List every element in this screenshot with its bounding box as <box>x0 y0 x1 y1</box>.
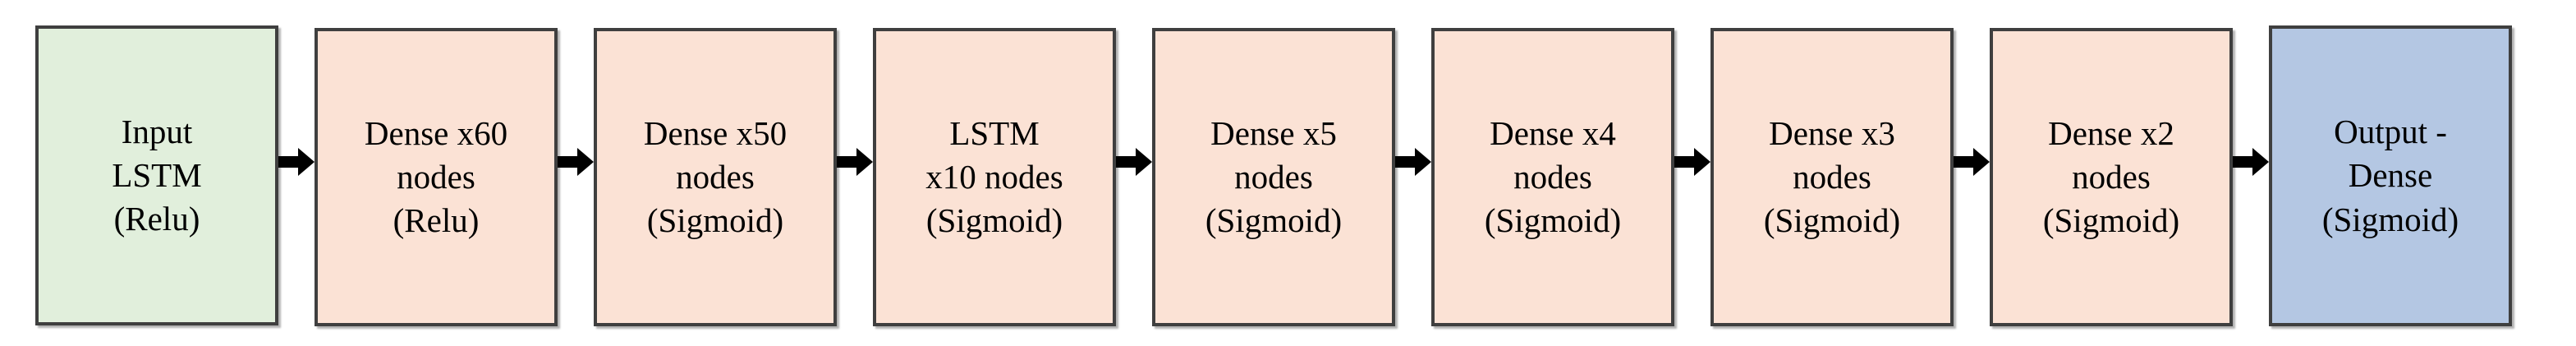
node-label: LSTM x10 nodes (Sigmoid) <box>925 113 1063 240</box>
node-label: Input LSTM (Relu) <box>112 112 202 238</box>
connector-1 <box>278 0 315 346</box>
connector-8 <box>2233 0 2269 346</box>
connector-5 <box>1395 0 1431 346</box>
node-label: Dense x50 nodes (Sigmoid) <box>643 113 787 240</box>
node-output-dense[interactable]: Output - Dense (Sigmoid) <box>2269 25 2512 326</box>
right-arrow-icon <box>278 148 315 176</box>
node-dense-x5[interactable]: Dense x5 nodes (Sigmoid) <box>1152 28 1395 326</box>
connector-3 <box>837 0 873 346</box>
right-arrow-icon <box>837 148 873 176</box>
node-dense-x2[interactable]: Dense x2 nodes (Sigmoid) <box>1990 28 2233 326</box>
connector-7 <box>1954 0 1990 346</box>
node-label: Dense x5 nodes (Sigmoid) <box>1205 113 1343 240</box>
node-lstm-x10[interactable]: LSTM x10 nodes (Sigmoid) <box>873 28 1116 326</box>
node-dense-x60[interactable]: Dense x60 nodes (Relu) <box>315 28 558 326</box>
right-arrow-icon <box>558 148 594 176</box>
node-label: Dense x3 nodes (Sigmoid) <box>1763 113 1901 240</box>
node-label: Dense x4 nodes (Sigmoid) <box>1484 113 1622 240</box>
node-dense-x3[interactable]: Dense x3 nodes (Sigmoid) <box>1710 28 1954 326</box>
node-label: Dense x2 nodes (Sigmoid) <box>2042 113 2180 240</box>
right-arrow-icon <box>1954 148 1990 176</box>
right-arrow-icon <box>1395 148 1431 176</box>
connector-4 <box>1116 0 1152 346</box>
node-dense-x4[interactable]: Dense x4 nodes (Sigmoid) <box>1431 28 1674 326</box>
right-arrow-icon <box>1116 148 1152 176</box>
right-arrow-icon <box>2233 148 2269 176</box>
node-dense-x50[interactable]: Dense x50 nodes (Sigmoid) <box>594 28 837 326</box>
node-input-lstm[interactable]: Input LSTM (Relu) <box>35 25 278 325</box>
right-arrow-icon <box>1674 148 1710 176</box>
connector-6 <box>1674 0 1710 346</box>
layer-flow: Input LSTM (Relu) Dense x60 nodes (Relu)… <box>35 0 2550 346</box>
node-label: Output - Dense (Sigmoid) <box>2321 113 2459 238</box>
node-label: Dense x60 nodes (Relu) <box>364 113 508 240</box>
connector-2 <box>558 0 594 346</box>
